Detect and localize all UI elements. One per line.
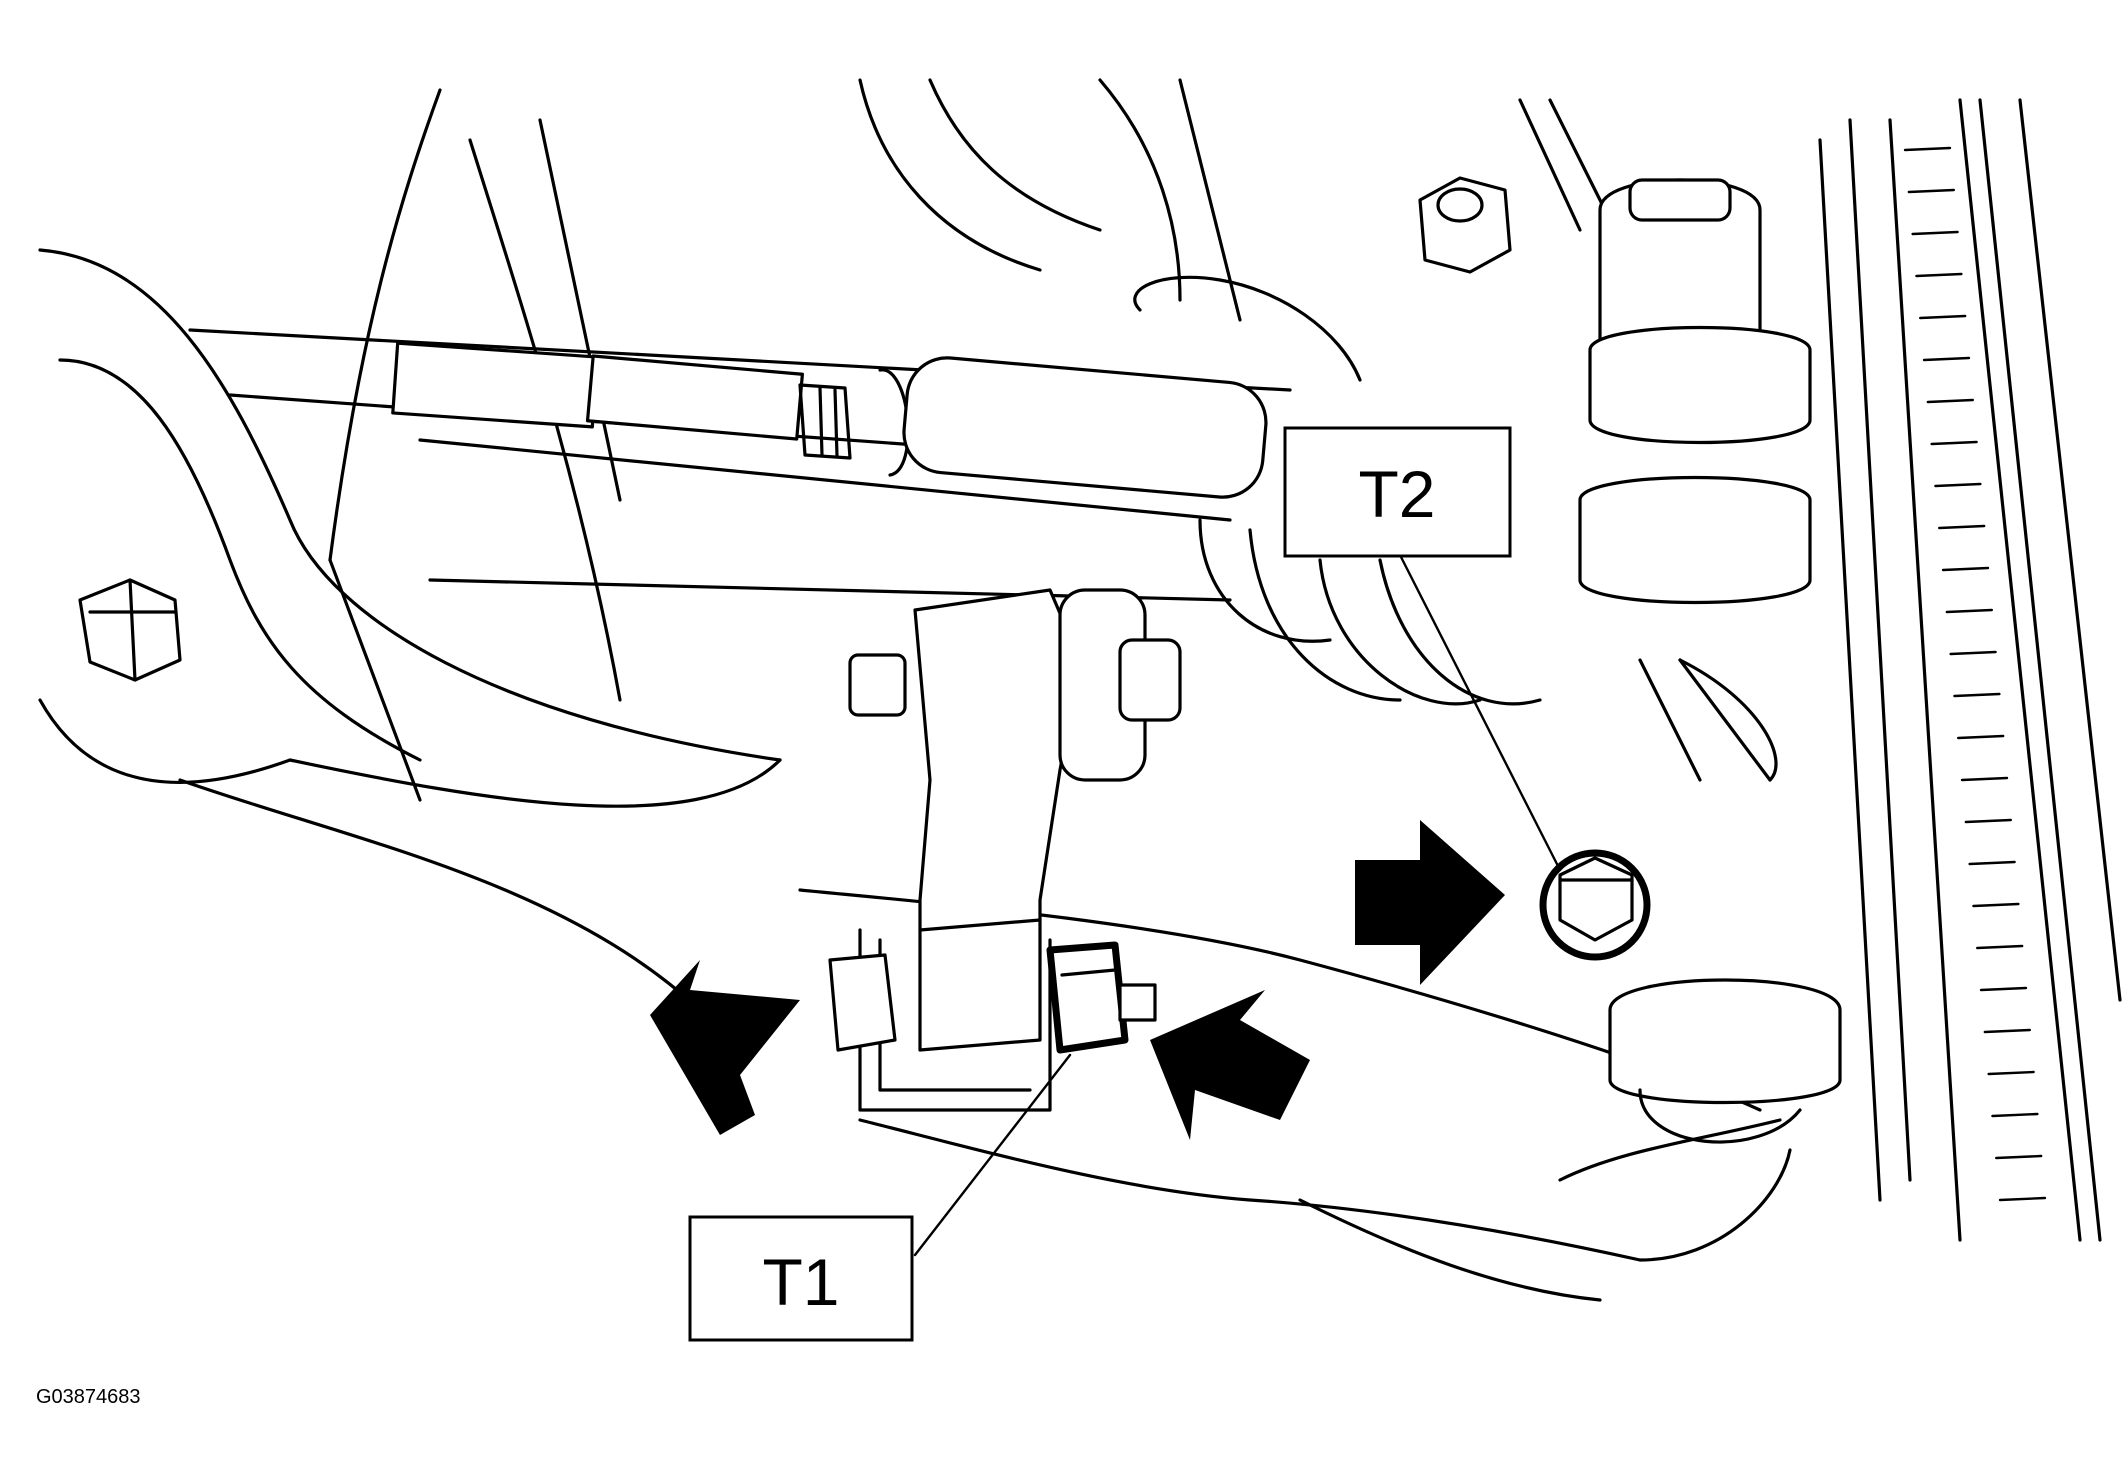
stabilizer-bar <box>38 248 782 1012</box>
rotor-tick <box>1949 650 1997 656</box>
rotor-tick <box>1968 860 2016 866</box>
rotor-tick <box>1930 440 1978 446</box>
figure-code: G03874683 <box>36 1386 141 1408</box>
arrow-right-nut <box>1150 990 1310 1140</box>
t2-leader-line <box>1398 553 1562 872</box>
callout-t2-box <box>1283 426 1512 558</box>
arrow-left-nut <box>650 960 800 1135</box>
callout-t2-label: T2 <box>1358 457 1435 531</box>
stabilizer-link <box>828 588 1182 1112</box>
rotor-tick <box>1915 272 1963 278</box>
t1-leader-line <box>913 1053 1072 1257</box>
rotor-tick <box>1903 146 1952 152</box>
rotor-tick <box>1972 902 2020 908</box>
rotor-tick <box>1926 398 1974 404</box>
rotor-tick <box>1922 356 1971 362</box>
rotor-tick <box>1953 692 2001 698</box>
rotor-tick <box>1934 482 1982 488</box>
rotor-tick <box>1979 986 2028 992</box>
rotor-tick <box>1998 1196 2047 1202</box>
rotor-tick <box>1957 734 2005 740</box>
rotor-tick <box>1976 944 2024 950</box>
rotor-ticks <box>1903 146 2047 1202</box>
rotor-tick <box>1919 314 1967 320</box>
background-structure <box>328 78 1612 802</box>
rotor-tick <box>1995 1154 2043 1160</box>
leader-lines <box>913 553 1562 1257</box>
callout-t2: T2 <box>1283 426 1512 558</box>
rotor-tick <box>1960 776 2009 782</box>
callout-t1-box <box>688 1215 914 1342</box>
knuckle-assembly <box>1133 98 2122 1242</box>
arrows <box>650 820 1505 1140</box>
rotor-tick <box>1911 230 1959 236</box>
callout-t1: T1 <box>688 1215 914 1342</box>
arrow-bolt <box>1355 820 1505 985</box>
rotor-tick <box>1907 188 1955 194</box>
rotor-tick <box>1987 1070 2035 1076</box>
rotor-tick <box>1938 524 1986 530</box>
callout-t1-label: T1 <box>762 1245 839 1319</box>
rotor-tick <box>1991 1112 2039 1118</box>
rotor-tick <box>1964 818 2012 824</box>
rotor-tick <box>1945 608 1993 614</box>
rotor-tick <box>1983 1028 2031 1034</box>
rotor-tick <box>1941 566 1990 572</box>
tie-rod <box>188 328 1292 602</box>
